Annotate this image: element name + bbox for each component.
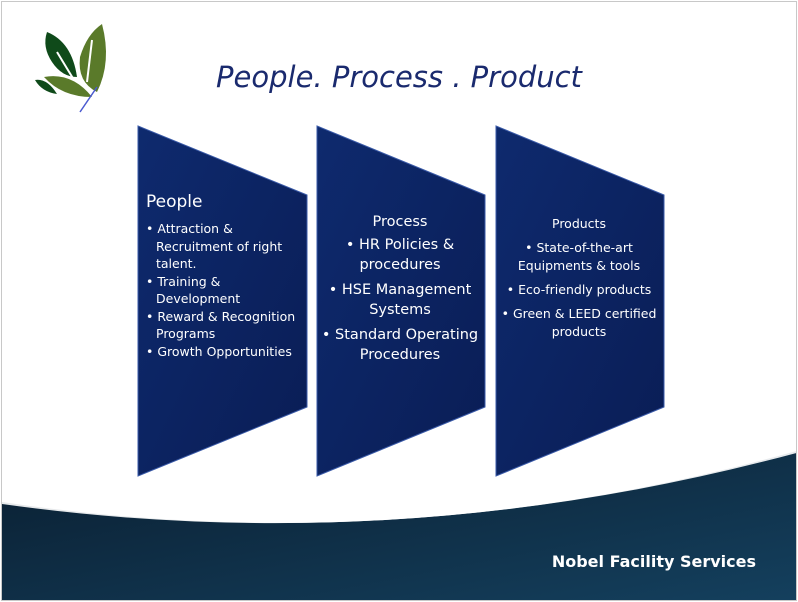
list-item: • State-of-the-art Equipments & tools xyxy=(517,240,641,273)
products-shape xyxy=(495,125,665,477)
list-item: • Standard Operating Procedures xyxy=(321,327,479,363)
list-item: • HSE Management Systems xyxy=(328,282,472,318)
process-column: Process • HR Policies & procedures • HSE… xyxy=(320,212,480,365)
page-title: People. Process . Product xyxy=(216,60,582,94)
products-heading: Products xyxy=(552,216,606,231)
people-heading: People xyxy=(146,192,203,212)
list-item: • Reward & Recognition Programs xyxy=(146,308,296,342)
list-item: • HR Policies & procedures xyxy=(345,237,455,273)
process-shape xyxy=(316,125,486,477)
list-item: • Eco-friendly products xyxy=(506,282,652,297)
footer-band xyxy=(2,451,796,600)
logo xyxy=(35,24,106,113)
process-heading: Process xyxy=(372,214,428,230)
list-item: • Growth Opportunities xyxy=(146,343,292,359)
list-item: • Attraction & Recruitment of right tale… xyxy=(146,221,283,271)
list-item: • Training & Development xyxy=(146,273,241,307)
chevron-shapes xyxy=(137,125,665,477)
footer-company-name: Nobel Facility Services xyxy=(551,552,756,571)
list-item: • Green & LEED certified products xyxy=(501,306,657,339)
people-column: People • Attraction & Recruitment of rig… xyxy=(146,194,306,360)
people-shape xyxy=(137,125,308,477)
products-column: Products • State-of-the-art Equipments &… xyxy=(500,215,658,341)
